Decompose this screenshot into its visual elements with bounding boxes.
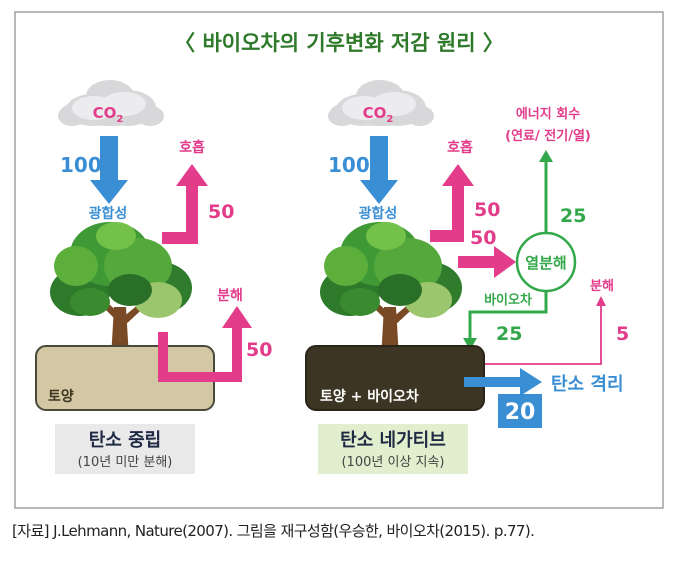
carbon-sequestration-value: 20 bbox=[505, 400, 536, 425]
carbon-sequestration-arrow bbox=[464, 368, 542, 396]
diagram-title: 〈 바이오차의 기후변화 저감 원리 〉 bbox=[174, 31, 504, 55]
right-decomposition-arrowhead bbox=[596, 296, 606, 306]
right-respiration-value: 50 bbox=[474, 199, 500, 221]
right-decomposition-line bbox=[462, 304, 602, 365]
left-photosynthesis-arrow bbox=[90, 136, 128, 204]
biochar-flow-arrowhead bbox=[463, 338, 477, 350]
right-co2-label: CO2 bbox=[363, 104, 394, 125]
right-panel: CO2 100 광합성 호흡 50 50 열분해 에너지 회수 (연료/ 전기/… bbox=[305, 80, 629, 474]
source-caption: [자료] J.Lehmann, Nature(2007). 그림을 재구성함(우… bbox=[12, 522, 535, 540]
right-photosynthesis-label: 광합성 bbox=[359, 205, 398, 222]
right-input-value: 100 bbox=[328, 153, 370, 177]
left-photosynthesis-label: 광합성 bbox=[89, 205, 128, 222]
energy-recovery-arrowhead bbox=[539, 150, 553, 162]
biochar-label: 바이오차 bbox=[484, 292, 532, 308]
left-respiration-value: 50 bbox=[208, 201, 234, 223]
biochar-value: 25 bbox=[496, 323, 522, 345]
left-respiration-label: 호흡 bbox=[179, 139, 205, 156]
right-photosynthesis-arrow bbox=[360, 136, 398, 204]
left-soil-label: 토양 bbox=[48, 389, 74, 405]
left-decomposition-value: 50 bbox=[246, 339, 272, 361]
left-name-box bbox=[55, 424, 195, 474]
carbon-sequestration-value-box bbox=[498, 394, 542, 428]
right-pyrolysis-input-value: 50 bbox=[470, 227, 496, 249]
right-decomposition-label: 분해 bbox=[590, 278, 614, 294]
pyrolysis-label: 열분해 bbox=[525, 254, 566, 272]
left-co2-label: CO2 bbox=[93, 104, 124, 125]
carbon-sequestration-label: 탄소 격리 bbox=[551, 374, 624, 395]
energy-recovery-detail: (연료/ 전기/열) bbox=[505, 128, 591, 144]
left-input-value: 100 bbox=[60, 153, 102, 177]
energy-recovery-label: 에너지 회수 bbox=[516, 106, 580, 122]
left-panel: CO2 100 광합성 호흡 50 토양 분해 50 탄소 중립 (10년 미만… bbox=[35, 80, 272, 474]
right-name-box bbox=[318, 424, 468, 474]
right-note: (100년 이상 지속) bbox=[341, 455, 444, 470]
right-respiration-arrow bbox=[430, 164, 474, 242]
biochar-flow-line bbox=[468, 291, 548, 342]
left-note: (10년 미만 분해) bbox=[78, 455, 173, 470]
left-name: 탄소 중립 bbox=[89, 430, 162, 451]
right-soil-label: 토양 + 바이오차 bbox=[320, 388, 419, 405]
right-pyrolysis-input-arrow bbox=[458, 246, 516, 278]
left-decomposition-label: 분해 bbox=[217, 288, 243, 304]
right-respiration-label: 호흡 bbox=[447, 139, 473, 156]
energy-recovery-value: 25 bbox=[560, 205, 586, 227]
right-decomposition-value: 5 bbox=[616, 323, 629, 345]
left-respiration-arrow bbox=[162, 164, 208, 244]
right-name: 탄소 네가티브 bbox=[340, 430, 446, 451]
left-decomposition-arrow bbox=[158, 306, 252, 382]
